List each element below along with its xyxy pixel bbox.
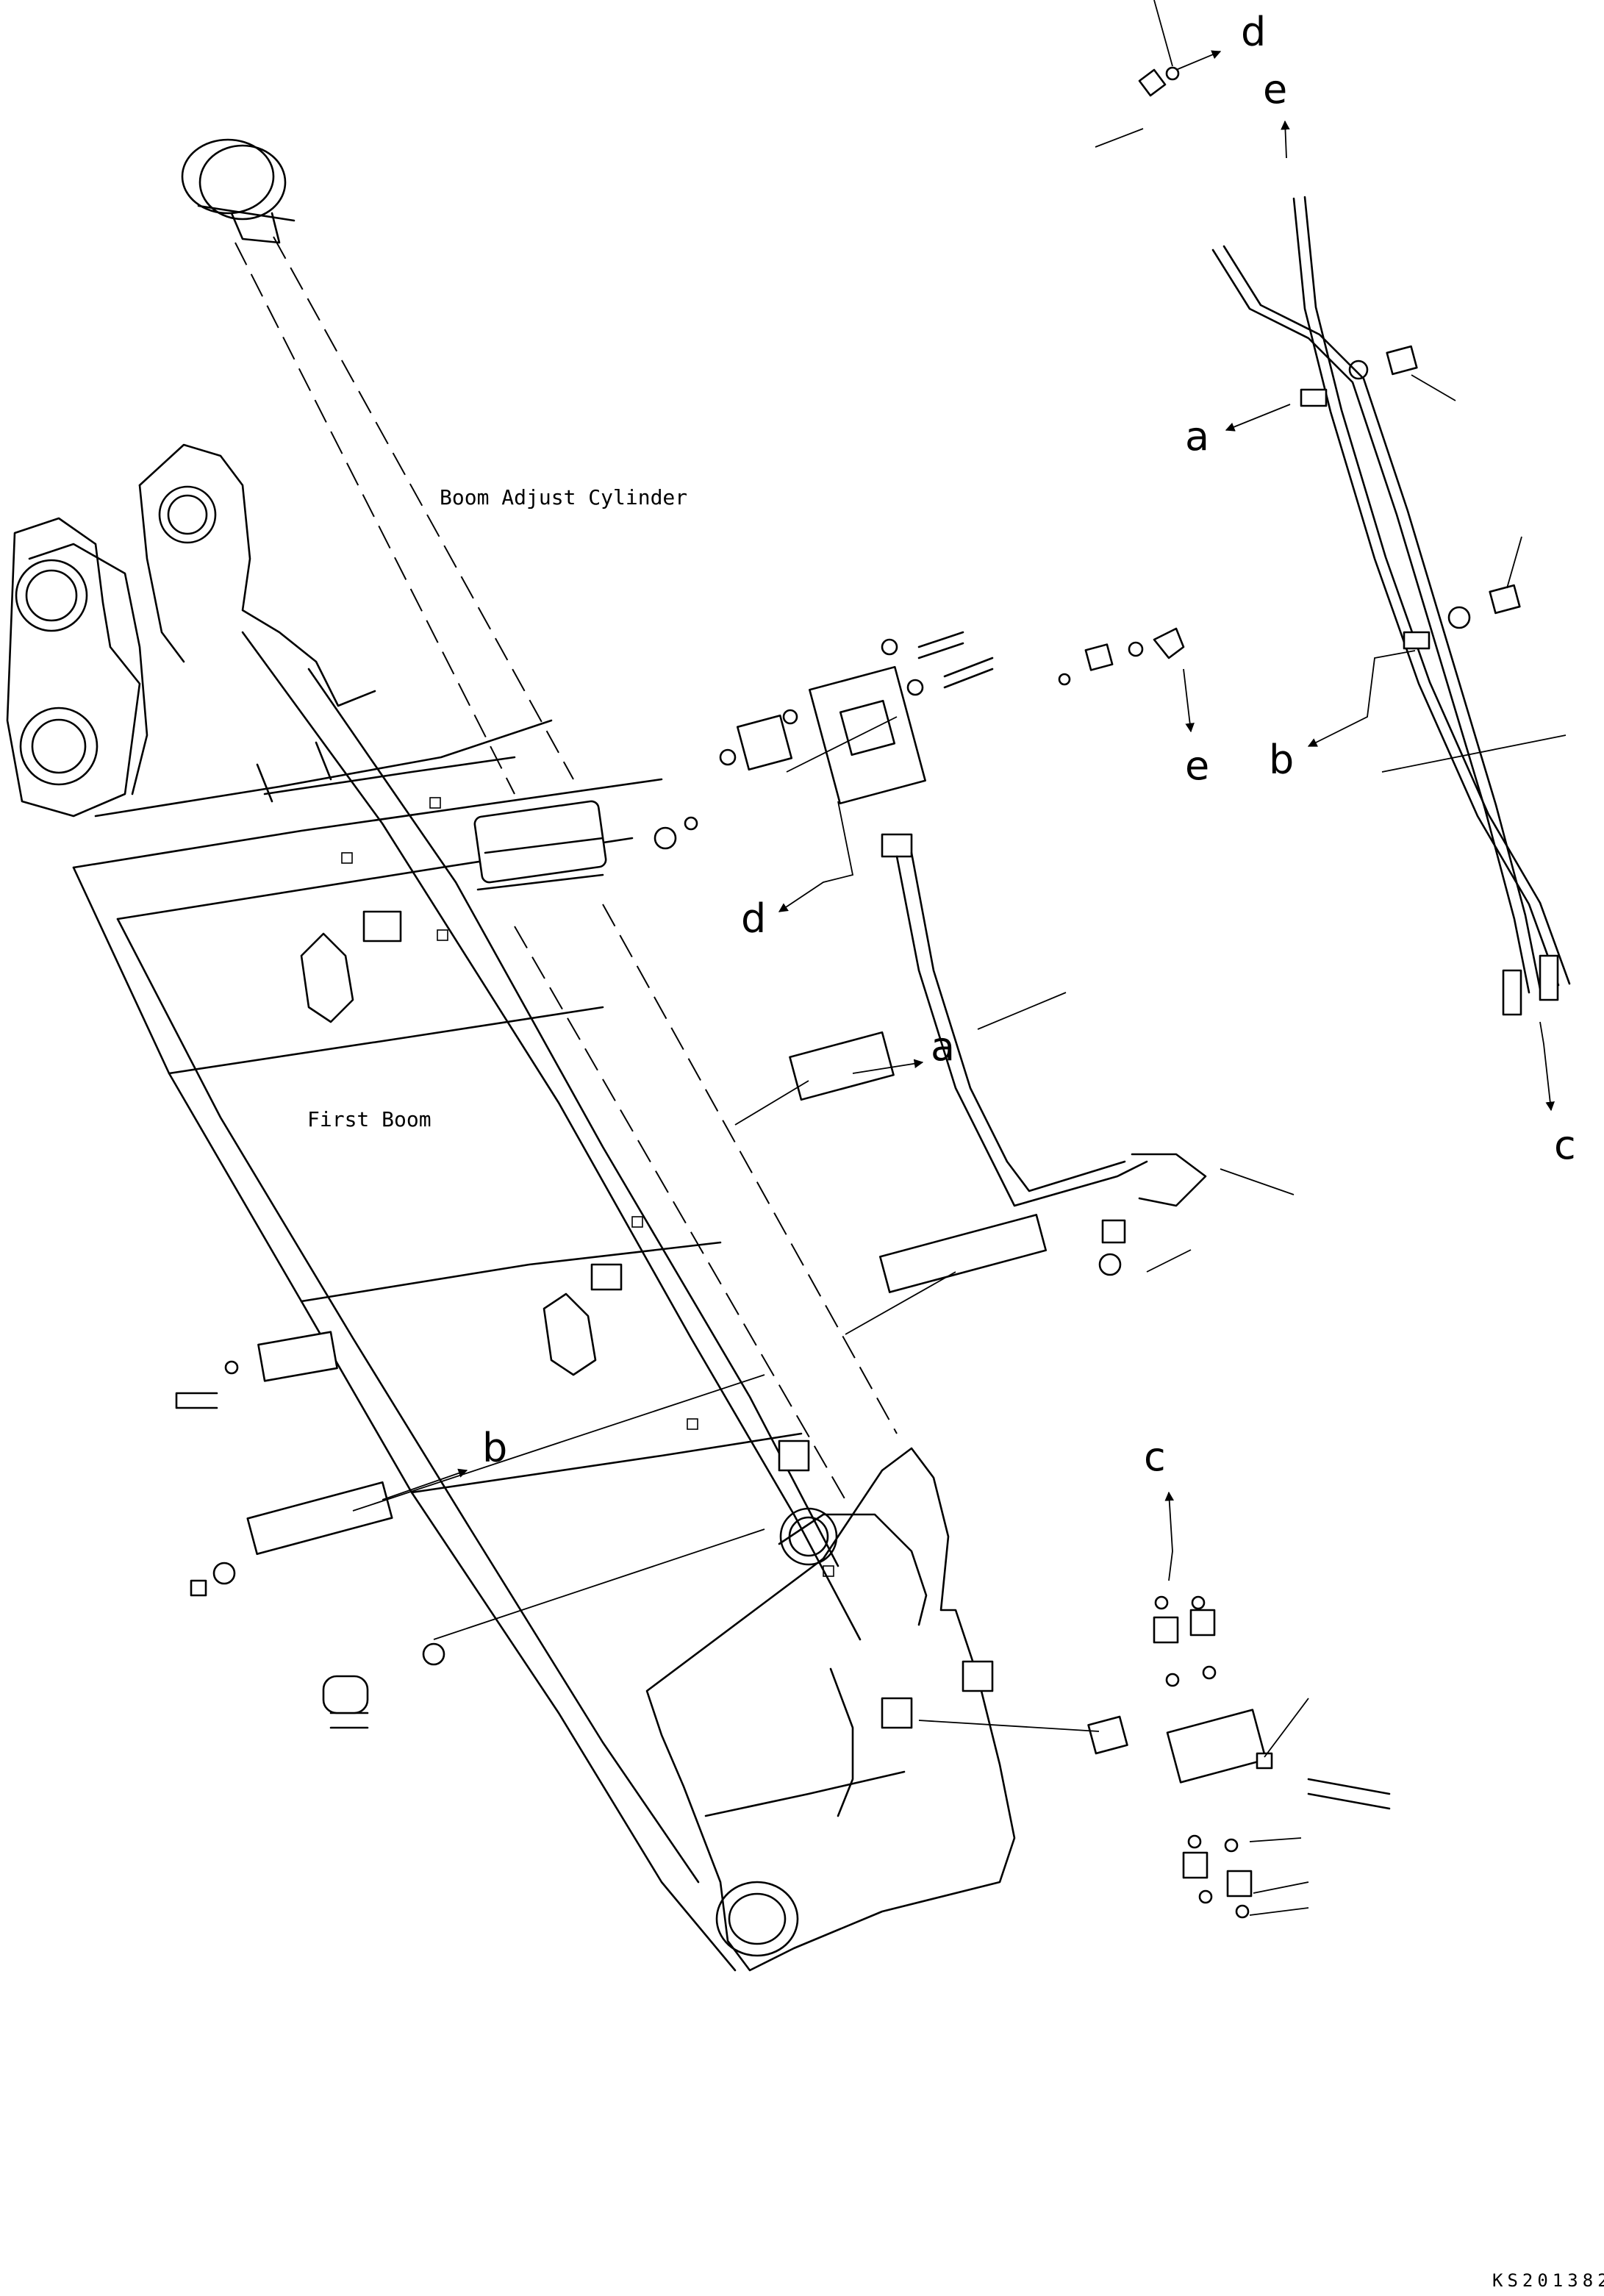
hose-assembly-drawing [1138,66,1571,1016]
boom-adjust-cylinder-label: Boom Adjust Cylinder [440,485,687,509]
callout-e-top: e [1263,66,1287,112]
callout-d-top: d [1241,9,1266,55]
callout-e-mid: e [1185,743,1209,789]
callout-c-lower: c [1144,1434,1166,1480]
drawing-code: KS201382 [1492,2270,1604,2291]
callout-c-right: c [1554,1122,1576,1168]
clamps-and-manifold-drawing [175,1031,1391,1919]
callout-a-mid: a [931,1023,955,1070]
boom-adjust-cylinder-drawing [181,138,898,1501]
valve-assembly-drawing [654,627,1207,1207]
first-boom-label: First Boom [307,1107,432,1131]
callout-b-right: b [1269,737,1294,783]
callout-a-top: a [1185,413,1209,459]
first-boom-drawing [6,443,1016,1972]
callout-d-mid: d [741,895,766,942]
callout-b-left: b [482,1425,507,1471]
leader-lines [352,0,1567,1916]
